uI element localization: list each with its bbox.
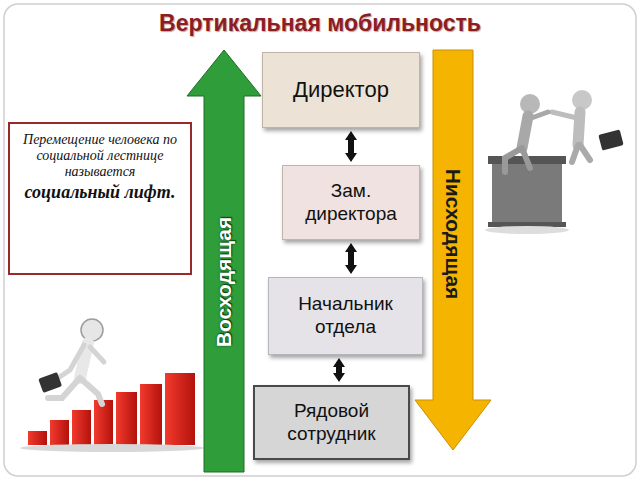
upward-arrow: Восходящая xyxy=(186,50,262,472)
page-frame xyxy=(4,4,636,476)
arrow-head xyxy=(345,153,357,162)
double-arrow-connector xyxy=(345,131,357,162)
arrow-outline xyxy=(415,50,491,450)
helping-figures xyxy=(485,90,624,234)
arrow-head xyxy=(345,265,357,274)
definition-box: Перемещение человека по социальной лестн… xyxy=(8,122,192,275)
position-label: Начальник отдела xyxy=(277,293,414,339)
definition-text: Перемещение человека по социальной лестн… xyxy=(16,132,184,180)
position-label: Зам. директора xyxy=(291,180,411,226)
arrow-label: Нисходящая xyxy=(441,169,465,300)
arrow-head xyxy=(345,131,357,140)
position-box: Рядовой сотрудник xyxy=(253,385,410,460)
definition-term: социальный лифт. xyxy=(16,182,184,204)
position-label: Рядовой сотрудник xyxy=(263,400,400,446)
arrow-head xyxy=(345,243,357,252)
connector-line xyxy=(348,251,354,266)
position-box: Начальник отдела xyxy=(268,277,423,355)
position-box: Директор xyxy=(262,52,420,128)
connector-line xyxy=(348,139,354,154)
red-staircase xyxy=(20,373,204,452)
running-figure xyxy=(38,319,104,404)
arrow-head xyxy=(333,373,345,382)
diagram-title: Вертикальная мобильность xyxy=(0,10,640,37)
downward-arrow: Нисходящая xyxy=(414,50,492,450)
arrow-outline xyxy=(187,50,261,472)
double-arrow-connector xyxy=(345,243,357,274)
position-box: Зам. директора xyxy=(282,165,420,240)
arrow-label: Восходящая xyxy=(212,217,236,347)
arrow-head xyxy=(333,358,345,367)
connector-line xyxy=(336,366,342,374)
position-label: Директор xyxy=(293,77,389,103)
double-arrow-connector xyxy=(333,358,345,382)
